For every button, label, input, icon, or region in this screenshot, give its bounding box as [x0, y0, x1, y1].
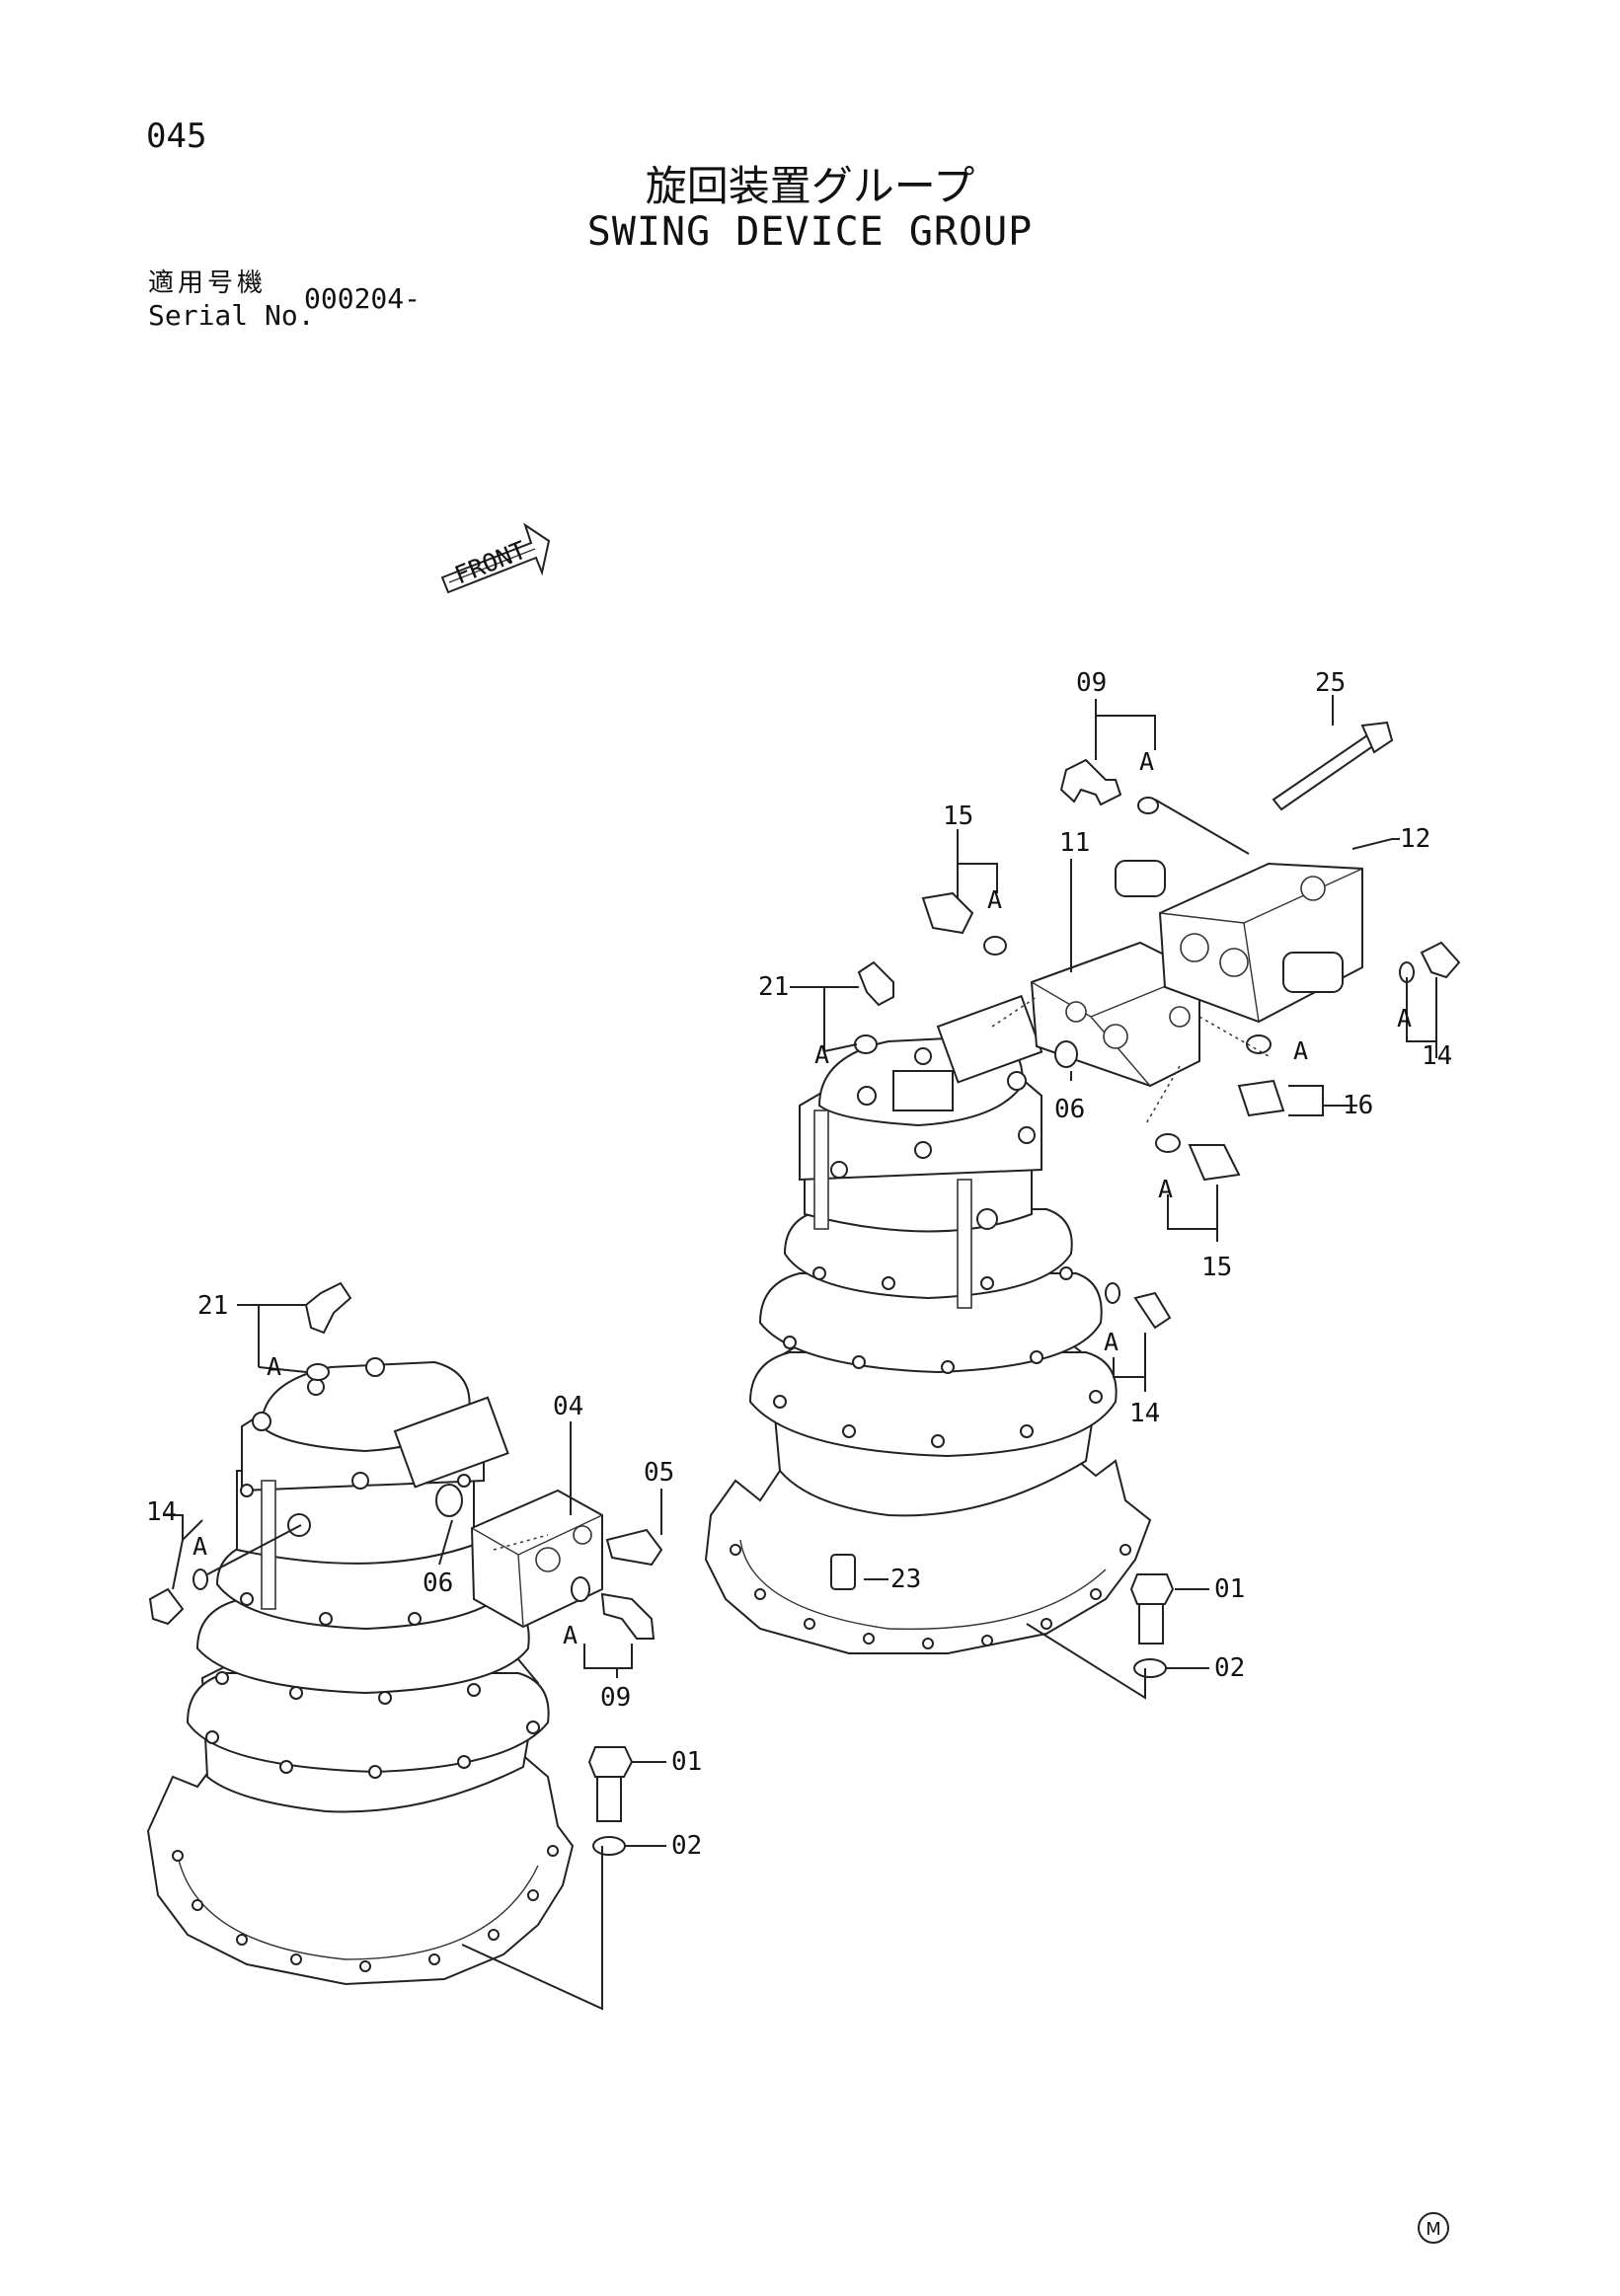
left-manifold-block	[470, 1489, 603, 1629]
marker-a: A	[1158, 1175, 1173, 1203]
right-leader-lines	[790, 695, 1437, 1700]
marker-a: A	[1293, 1036, 1308, 1065]
callout-right-15-bottom: 15	[1201, 1253, 1232, 1282]
callout-right-09: 09	[1076, 668, 1107, 698]
front-arrow-icon: FRONT	[440, 522, 551, 594]
callout-right-01: 01	[1214, 1574, 1245, 1604]
maker-mark-icon: M	[1418, 2212, 1449, 2244]
callout-right-16: 16	[1343, 1091, 1373, 1120]
marker-a: A	[814, 1040, 829, 1069]
marker-a: A	[987, 885, 1002, 914]
right-fittings	[854, 758, 1461, 1678]
callout-left-09: 09	[600, 1683, 631, 1713]
serial-number-value: 000204-	[304, 282, 422, 315]
page-title-english: SWING DEVICE GROUP	[586, 209, 1034, 255]
serial-label-english: Serial No.	[148, 299, 315, 332]
callout-right-12: 12	[1400, 824, 1430, 854]
callout-right-11: 11	[1059, 828, 1090, 858]
callout-right-23: 23	[890, 1565, 921, 1594]
callout-right-14-top: 14	[1422, 1041, 1452, 1071]
callout-right-06: 06	[1054, 1095, 1085, 1124]
callout-right-21: 21	[758, 972, 789, 1002]
callout-left-02: 02	[671, 1831, 702, 1861]
serial-label-japanese: 適用号機	[148, 268, 268, 298]
right-bolt-25	[1272, 721, 1394, 811]
page-number: 045	[146, 116, 207, 156]
marker-a: A	[1139, 747, 1154, 776]
callout-left-04: 04	[553, 1392, 583, 1421]
callout-right-14-bottom: 14	[1129, 1399, 1160, 1428]
left-fittings	[148, 1281, 663, 1856]
marker-a: A	[267, 1352, 281, 1381]
marker-a: A	[1104, 1328, 1119, 1356]
callout-right-15-top: 15	[943, 802, 973, 831]
callout-left-01: 01	[671, 1747, 702, 1777]
callout-left-21: 21	[197, 1291, 228, 1321]
marker-a: A	[193, 1532, 207, 1561]
marker-a: A	[563, 1621, 578, 1649]
callout-right-02: 02	[1214, 1653, 1245, 1683]
page-title-japanese: 旋回装置グループ	[645, 162, 975, 210]
callout-left-14: 14	[146, 1497, 177, 1527]
right-swing-motor-assembly	[704, 994, 1152, 1654]
right-valve-block	[1115, 860, 1363, 1024]
left-swing-motor-assembly	[146, 1357, 575, 1986]
callout-left-05: 05	[644, 1458, 674, 1488]
callout-left-06: 06	[423, 1569, 453, 1598]
marker-a: A	[1397, 1004, 1412, 1033]
left-leader-lines	[163, 1304, 666, 2011]
front-label: FRONT	[450, 535, 530, 589]
callout-right-25: 25	[1315, 668, 1346, 698]
maker-mark-letter: M	[1426, 2219, 1441, 2240]
